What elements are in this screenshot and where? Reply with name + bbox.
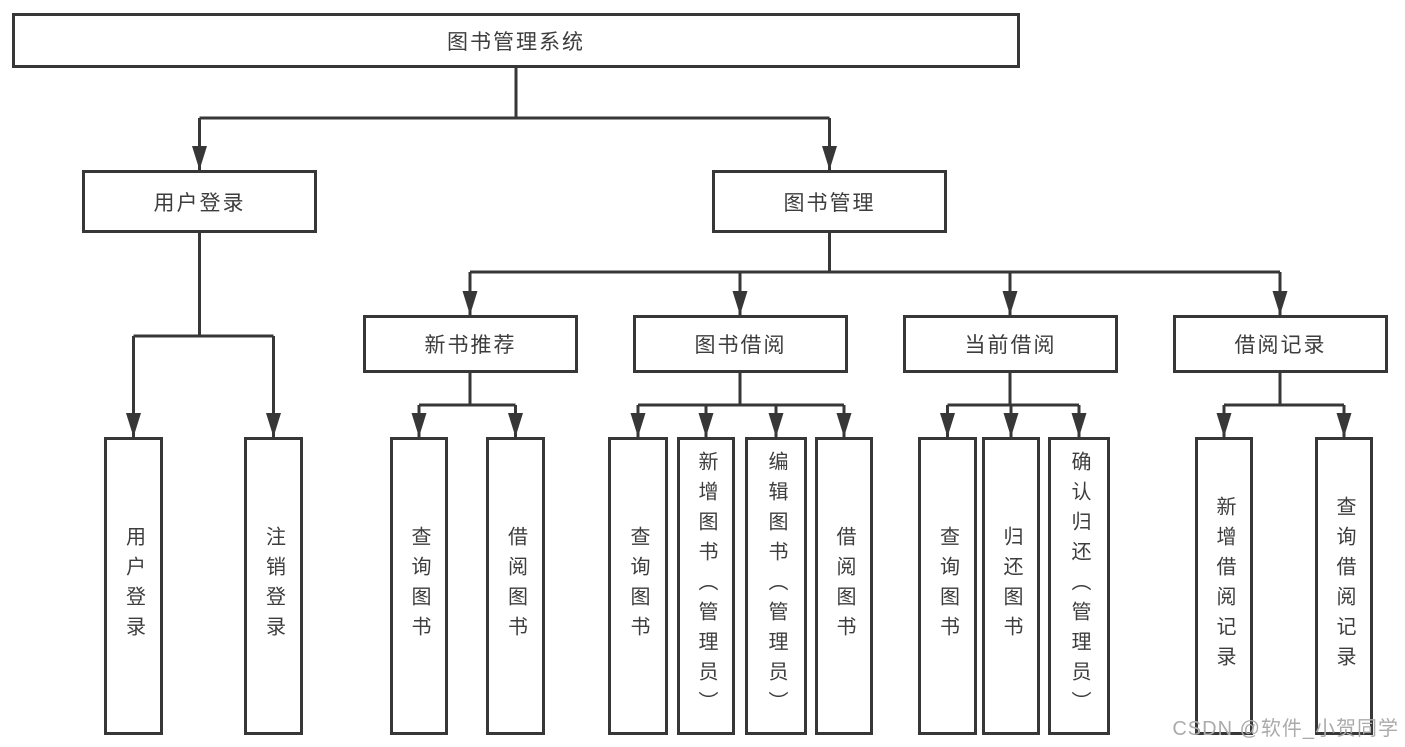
node-label: 当前借阅 [964, 334, 1057, 357]
node-label: 借阅记录 [1234, 334, 1327, 357]
node-root-library-system: 图书管理系统 [12, 13, 1020, 68]
node-label: 图书借阅 [694, 334, 787, 357]
node-label: 新书推荐 [424, 334, 517, 357]
node-label: 编辑图书（管理员） [765, 451, 787, 721]
node-current-borrow: 当前借阅 [903, 315, 1118, 373]
node-label: 用户登录 [122, 526, 145, 646]
node-label: 查询借阅记录 [1333, 496, 1355, 676]
leaf-edit-book-admin: 编辑图书（管理员） [745, 437, 807, 735]
node-label: 图书管理 [783, 191, 876, 215]
node-label: 用户登录 [153, 191, 246, 215]
node-label: 借阅图书 [833, 526, 855, 646]
node-label: 注销登录 [262, 526, 285, 646]
node-new-book-recommend: 新书推荐 [363, 315, 578, 373]
leaf-add-borrow-record: 新增借阅记录 [1195, 437, 1253, 735]
leaf-add-book-admin: 新增图书（管理员） [677, 437, 735, 735]
leaf-borrow-books-recommend: 借阅图书 [486, 437, 545, 735]
watermark: CSDN @软件_小贺同学 [1172, 718, 1399, 740]
leaf-logout: 注销登录 [244, 437, 303, 735]
leaf-query-books-current: 查询图书 [918, 437, 977, 735]
node-borrow-records: 借阅记录 [1173, 315, 1388, 373]
node-label: 图书管理系统 [447, 30, 585, 54]
node-label: 查询图书 [936, 526, 959, 646]
node-label: 新增借阅记录 [1213, 496, 1235, 676]
leaf-query-borrow-record: 查询借阅记录 [1315, 437, 1373, 735]
leaf-user-login: 用户登录 [104, 437, 163, 735]
node-label: 归还图书 [1000, 526, 1022, 646]
node-label: 新增图书（管理员） [695, 451, 717, 721]
node-label: 确认归还（管理员） [1068, 451, 1090, 721]
arrowhead-icons [126, 146, 1352, 437]
node-book-management: 图书管理 [712, 170, 947, 233]
leaf-borrow-books: 借阅图书 [815, 437, 873, 735]
node-label: 查询图书 [408, 526, 430, 646]
node-label: 查询图书 [627, 526, 649, 646]
leaf-query-books-borrow: 查询图书 [608, 437, 668, 735]
node-book-borrow: 图书借阅 [633, 315, 848, 373]
node-label: 借阅图书 [504, 526, 527, 646]
leaf-confirm-return-admin: 确认归还（管理员） [1048, 437, 1110, 735]
leaf-return-book: 归还图书 [982, 437, 1040, 735]
leaf-query-books-recommend: 查询图书 [390, 437, 448, 735]
node-user-login: 用户登录 [82, 170, 317, 233]
